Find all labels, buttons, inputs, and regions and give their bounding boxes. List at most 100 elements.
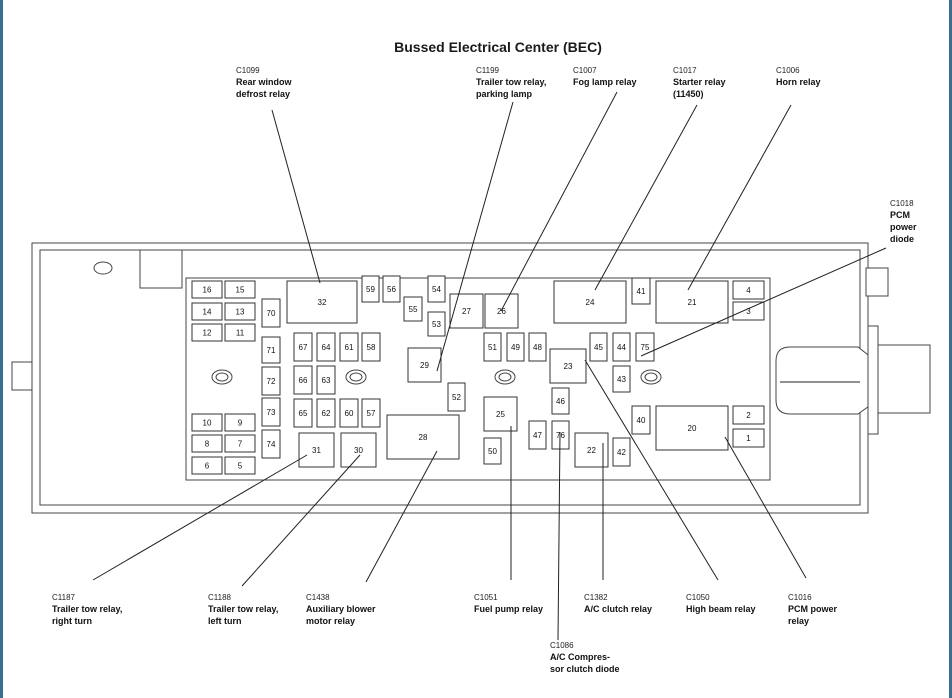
fuse-56: 56 xyxy=(382,275,401,303)
fuse-number: 12 xyxy=(203,329,212,338)
fuse-31: 31 xyxy=(298,432,335,468)
leader-line xyxy=(687,104,792,291)
relay-name: Fuel pump relay xyxy=(474,604,543,614)
fuse-cell xyxy=(551,420,570,450)
grommet-inner xyxy=(215,372,229,382)
fuse-cell xyxy=(549,348,587,384)
fuse-59: 59 xyxy=(361,275,380,303)
fuse-cell xyxy=(449,293,484,329)
fuse-12: 12 xyxy=(191,323,223,342)
fuse-number: 70 xyxy=(267,309,276,318)
fuse-cell xyxy=(528,332,547,362)
fuse-45: 45 xyxy=(589,332,608,362)
fuse-41: 41 xyxy=(631,277,651,305)
leader-line xyxy=(584,359,719,581)
fuse-7: 7 xyxy=(224,434,256,453)
fuse-47: 47 xyxy=(528,420,547,450)
fuse-11: 11 xyxy=(224,323,256,342)
fuse-cell xyxy=(427,275,446,303)
leader-line xyxy=(271,109,321,284)
fuse-cell xyxy=(224,413,256,432)
leader-line xyxy=(594,104,698,291)
fuse-40: 40 xyxy=(631,405,651,435)
fuse-54: 54 xyxy=(427,275,446,303)
connector-plug xyxy=(877,344,931,414)
fuse-65: 65 xyxy=(293,398,313,428)
fuse-49: 49 xyxy=(506,332,525,362)
fuse-cell xyxy=(293,365,313,395)
grommet-inner xyxy=(498,372,512,382)
fuse-cell xyxy=(635,332,655,362)
fuse-cell xyxy=(553,280,627,324)
fuse-57: 57 xyxy=(361,398,381,428)
fuse-cell xyxy=(298,432,335,468)
connector-code: C1050 xyxy=(686,593,710,602)
fuse-10: 10 xyxy=(191,413,223,432)
fuse-number: 31 xyxy=(312,446,321,455)
fuse-number: 75 xyxy=(641,343,650,352)
relay-name: sor clutch diode xyxy=(550,664,620,674)
relay-name: relay xyxy=(788,616,809,626)
fuse-number: 3 xyxy=(746,307,751,316)
fuse-48: 48 xyxy=(528,332,547,362)
fuse-3: 3 xyxy=(732,301,765,321)
fuse-number: 65 xyxy=(299,409,308,418)
connector-flange xyxy=(867,325,879,435)
fuse-number: 1 xyxy=(746,434,751,443)
fuse-number: 48 xyxy=(533,343,542,352)
connector-code: C1438 xyxy=(306,593,330,602)
leader-line xyxy=(92,454,308,581)
fuse-cell xyxy=(427,311,446,337)
relay-name: diode xyxy=(890,234,914,244)
fuse-24: 24 xyxy=(553,280,627,324)
connector-code: C1018 xyxy=(890,199,914,208)
fuse-number: 62 xyxy=(322,409,331,418)
fuse-cell xyxy=(286,280,358,324)
fuse-cell xyxy=(191,413,223,432)
leader-line xyxy=(557,431,561,641)
fuse-53: 53 xyxy=(427,311,446,337)
fuse-cell xyxy=(631,405,651,435)
fuse-cell xyxy=(732,301,765,321)
fuse-number: 8 xyxy=(205,440,210,449)
fuse-number: 42 xyxy=(617,448,626,457)
fuse-number: 67 xyxy=(299,343,308,352)
fuse-cell xyxy=(191,302,223,321)
fuse-cell xyxy=(361,332,381,362)
fuse-4: 4 xyxy=(732,280,765,300)
window-frame-left xyxy=(0,0,3,698)
fuse-number: 71 xyxy=(267,346,276,355)
fuse-cell xyxy=(483,437,502,465)
fuse-6: 6 xyxy=(191,456,223,475)
fuse-number: 51 xyxy=(488,343,497,352)
fuse-number: 24 xyxy=(586,298,595,307)
diagram-title: Bussed Electrical Center (BEC) xyxy=(394,39,602,55)
fuse-cell xyxy=(483,396,518,432)
relay-name: Starter relay xyxy=(673,77,726,87)
fuse-number: 32 xyxy=(318,298,327,307)
fuse-cell xyxy=(339,398,359,428)
fuse-number: 43 xyxy=(617,375,626,384)
relay-name: left turn xyxy=(208,616,242,626)
left-tab xyxy=(11,361,33,391)
connector-code: C1188 xyxy=(208,593,232,602)
fuse-29: 29 xyxy=(407,347,442,383)
relay-name: right turn xyxy=(52,616,92,626)
fuse-51: 51 xyxy=(483,332,502,362)
fuse-number: 11 xyxy=(236,329,245,338)
fuse-cell xyxy=(261,298,281,328)
leader-line xyxy=(365,450,438,583)
fuse-number: 53 xyxy=(432,320,441,329)
fuse-23: 23 xyxy=(549,348,587,384)
connector-code: C1099 xyxy=(236,66,260,75)
